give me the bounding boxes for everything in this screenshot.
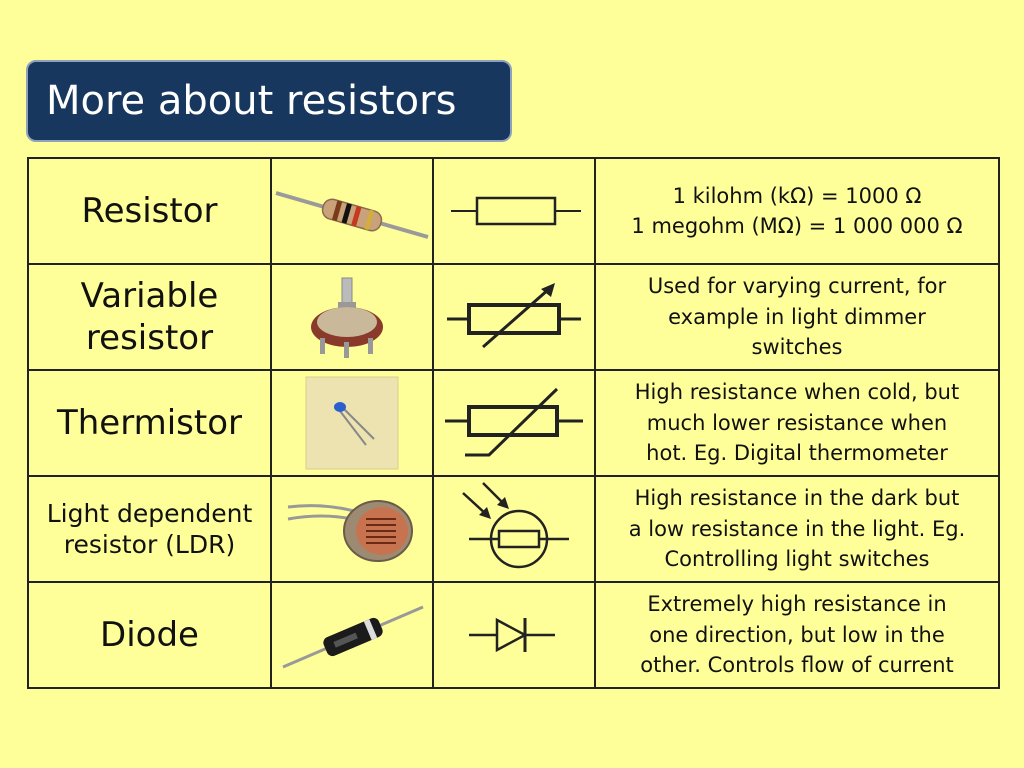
variable-resistor-symbol-icon [447, 283, 581, 349]
description-line: much lower resistance when [646, 410, 948, 435]
symbol-cell [432, 157, 596, 265]
description-line: Used for varying current, for [647, 274, 947, 299]
ldr-photo-icon [287, 500, 413, 562]
name-cell: Thermistor [27, 369, 272, 477]
component-name: Variable [80, 275, 219, 316]
component-name: resistor [85, 318, 214, 358]
description-cell: Used for varying current, for example in… [594, 263, 1000, 371]
diode-symbol-icon [469, 617, 555, 653]
component-name: Resistor [81, 190, 218, 231]
component-name: Light dependent [46, 498, 253, 528]
potentiometer-photo-icon [311, 277, 383, 358]
name-cell: Light dependent resistor (LDR) [27, 475, 272, 583]
symbol-cell [432, 581, 596, 689]
component-name: resistor (LDR) [63, 530, 236, 559]
description-cell: 1 kilohm (kΩ) = 1000 Ω 1 megohm (MΩ) = 1… [594, 157, 1000, 265]
description-cell: High resistance in the dark but a low re… [594, 475, 1000, 583]
component-name: Thermistor [56, 402, 242, 443]
resistor-photo-icon [275, 191, 429, 239]
symbol-cell [432, 369, 596, 477]
description-line: High resistance in the dark but [634, 486, 960, 511]
ldr-symbol-icon [462, 482, 569, 569]
symbol-cell [432, 475, 596, 583]
photo-cell [270, 369, 434, 477]
description-line: High resistance when cold, but [634, 380, 960, 405]
description-line: a low resistance in the light. Eg. [628, 516, 966, 541]
table-row-variable-resistor: Variable resistor Used [27, 263, 1000, 371]
description-line: switches [751, 335, 843, 360]
description-line: hot. Eg. Digital thermometer [646, 441, 948, 466]
title-banner: More about resistors [26, 60, 512, 142]
table-row-thermistor: Thermistor High resistance when cold, bu… [27, 369, 1000, 477]
description-line: Controlling light switches [664, 547, 930, 572]
description-cell: Extremely high resistance in one directi… [594, 581, 1000, 689]
symbol-cell [432, 263, 596, 371]
description-line: 1 megohm (MΩ) = 1 000 000 Ω [631, 214, 963, 238]
description-line: one direction, but low in the [649, 622, 945, 647]
description-line: example in light dimmer [668, 304, 926, 329]
name-cell: Diode [27, 581, 272, 689]
description-line: other. Controls flow of current [640, 653, 954, 678]
photo-cell [270, 581, 434, 689]
table-row-diode: Diode Extremely high resistance in [27, 581, 1000, 689]
description-line: 1 kilohm (kΩ) = 1000 Ω [672, 183, 922, 208]
photo-cell [270, 263, 434, 371]
photo-cell [270, 157, 434, 265]
resistor-symbol-icon [451, 196, 581, 226]
page-title: More about resistors [46, 78, 457, 124]
photo-cell [270, 475, 434, 583]
name-cell: Resistor [27, 157, 272, 265]
diode-photo-icon [282, 605, 424, 669]
description-cell: High resistance when cold, but much lowe… [594, 369, 1000, 477]
thermistor-photo-icon [305, 376, 399, 470]
thermistor-symbol-icon [445, 387, 583, 457]
table-row-resistor: Resistor 1 kilohm (kΩ) = 10 [27, 157, 1000, 265]
component-name: Diode [100, 614, 199, 655]
name-cell: Variable resistor [27, 263, 272, 371]
description-line: Extremely high resistance in [647, 592, 947, 617]
table-row-ldr: Light dependent resistor (LDR) [27, 475, 1000, 583]
components-table: Resistor 1 kilohm (kΩ) = 10 [27, 157, 1000, 689]
